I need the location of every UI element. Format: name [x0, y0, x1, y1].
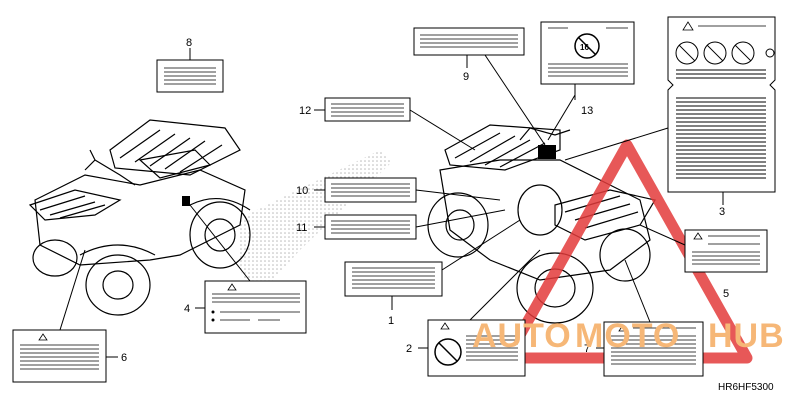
- label-8: [156, 59, 224, 93]
- callout-4: 4: [184, 303, 190, 315]
- watermark-text-part2: MOTO: [575, 317, 680, 355]
- label-10: [324, 177, 417, 203]
- label-6: [12, 329, 107, 383]
- callout-2: 2: [406, 343, 412, 355]
- callout-6: 6: [121, 352, 127, 364]
- age-sign-text: 16: [580, 43, 589, 52]
- label-2: [427, 319, 526, 377]
- callout-11: 11: [296, 222, 307, 234]
- label-9: [413, 27, 525, 56]
- watermark-text-part3: HUB: [708, 317, 785, 355]
- label-3: [667, 16, 776, 193]
- decal-marker-left: [182, 196, 190, 206]
- watermark-text-part1: AUTO: [472, 317, 572, 355]
- callout-1: 1: [388, 315, 394, 327]
- callout-13: 13: [581, 105, 593, 117]
- watermark-text: AUTO MOTO HUB: [472, 317, 785, 355]
- label-12: [324, 97, 411, 122]
- label-13: 16: [540, 21, 635, 85]
- atv-front-view: [28, 119, 251, 316]
- label-11: [324, 214, 417, 240]
- callout-8: 8: [186, 37, 192, 49]
- label-7: [603, 321, 704, 377]
- callout-9: 9: [463, 71, 469, 83]
- callout-7: 7: [584, 343, 590, 355]
- label-1: [344, 261, 443, 297]
- callout-10: 10: [296, 185, 308, 197]
- callout-5: 5: [723, 288, 729, 300]
- callout-12: 12: [299, 105, 311, 117]
- callout-3: 3: [719, 206, 725, 218]
- label-5: [684, 229, 768, 273]
- label-4: [204, 280, 307, 334]
- decal-marker-right: [538, 145, 556, 159]
- figure-code: HR6HF5300: [718, 382, 774, 393]
